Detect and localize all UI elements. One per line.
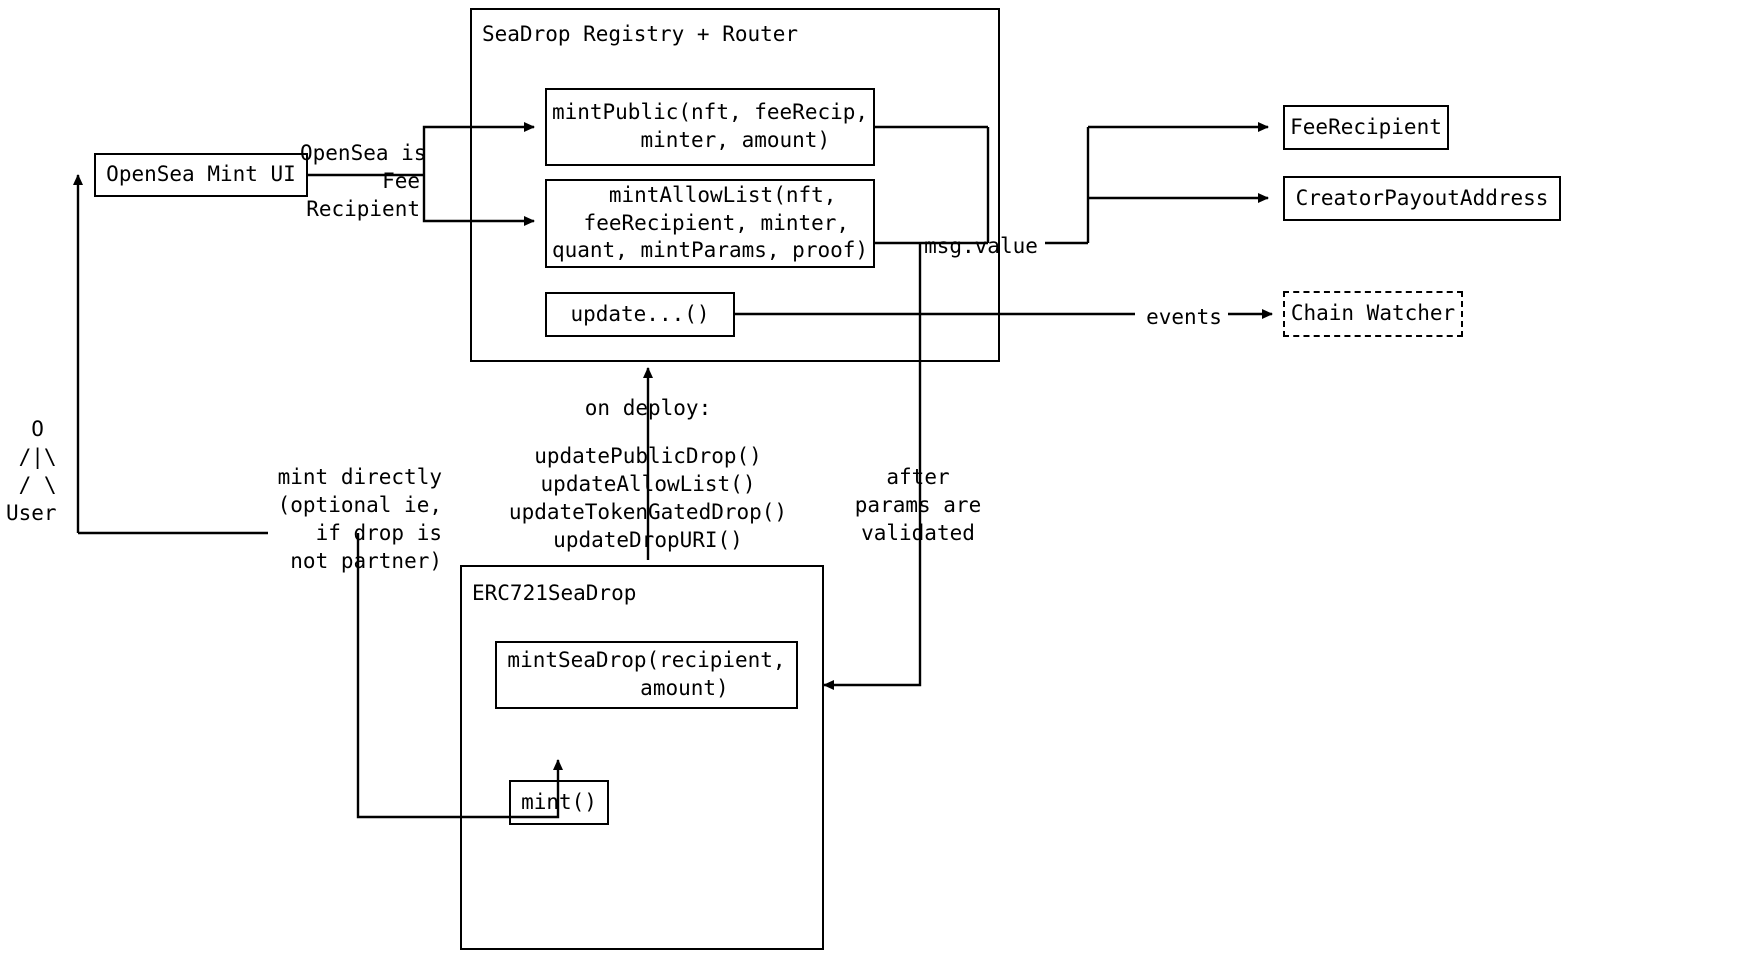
fee-recipient-box[interactable]: FeeRecipient — [1283, 105, 1449, 150]
erc721-seadrop-title: ERC721SeaDrop — [472, 581, 637, 605]
user-actor: O /|\ / \ User — [6, 417, 57, 526]
label-events: events — [1146, 305, 1222, 329]
mint-allow-list-box[interactable]: mintAllowList(nft, feeRecipient, minter,… — [545, 179, 875, 268]
update-function-box[interactable]: update...() — [545, 292, 735, 337]
label-mint-directly: mint directly (optional ie, if drop is n… — [277, 465, 442, 574]
label-on-deploy: on deploy: — [584, 396, 712, 420]
label-after-params-validated: after params are validated — [854, 465, 982, 546]
label-opensea-is-fee-recipient: OpenSea is Fee Recipient — [300, 141, 427, 222]
label-msg-value: msg.value — [924, 234, 1038, 258]
seadrop-registry-router-container — [470, 8, 1000, 362]
mint-function-box[interactable]: mint() — [509, 780, 609, 825]
erc721-seadrop-container — [460, 565, 824, 950]
opensea-mint-ui-box[interactable]: OpenSea Mint UI — [94, 153, 308, 197]
chain-watcher-box[interactable]: Chain Watcher — [1283, 291, 1463, 337]
mint-public-box[interactable]: mintPublic(nft, feeRecip, minter, amount… — [545, 88, 875, 166]
creator-payout-address-box[interactable]: CreatorPayoutAddress — [1283, 176, 1561, 221]
mint-sea-drop-box[interactable]: mintSeaDrop(recipient, amount) — [495, 641, 798, 709]
label-on-deploy-functions: updatePublicDrop() updateAllowList() upd… — [508, 444, 788, 553]
seadrop-registry-router-title: SeaDrop Registry + Router — [482, 22, 799, 46]
